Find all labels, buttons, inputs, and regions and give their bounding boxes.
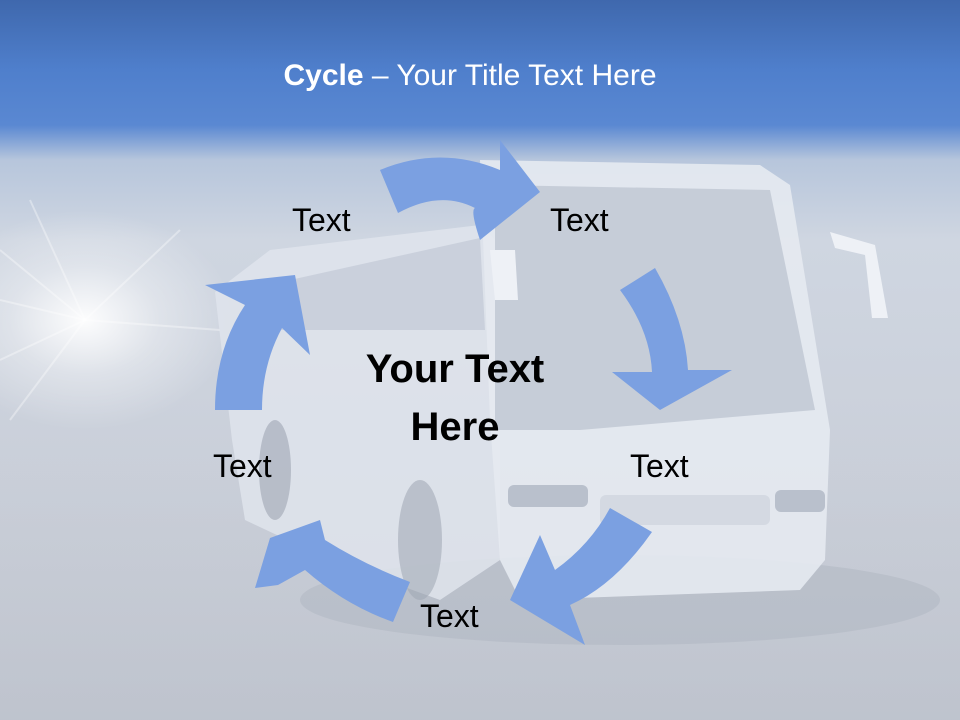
slide-title: Cycle – Your Title Text Here bbox=[0, 56, 940, 96]
cycle-label-4: Text bbox=[420, 598, 479, 634]
cycle-label-2: Text bbox=[550, 202, 609, 238]
cycle-label-5: Text bbox=[213, 448, 272, 484]
cycle-label-3: Text bbox=[630, 448, 689, 484]
cycle-arrow-2 bbox=[612, 268, 732, 410]
cycle-label-1: Text bbox=[292, 202, 351, 238]
center-text: Your Text Here bbox=[365, 347, 545, 449]
cycle-arrow-1 bbox=[380, 140, 540, 240]
cycle-arrow-5 bbox=[205, 275, 310, 410]
cycle-arrow-4 bbox=[255, 520, 410, 622]
title-rest: – Your Title Text Here bbox=[363, 59, 657, 92]
cycle-arrow-3 bbox=[510, 508, 652, 645]
title-bold: Cycle bbox=[283, 59, 364, 92]
